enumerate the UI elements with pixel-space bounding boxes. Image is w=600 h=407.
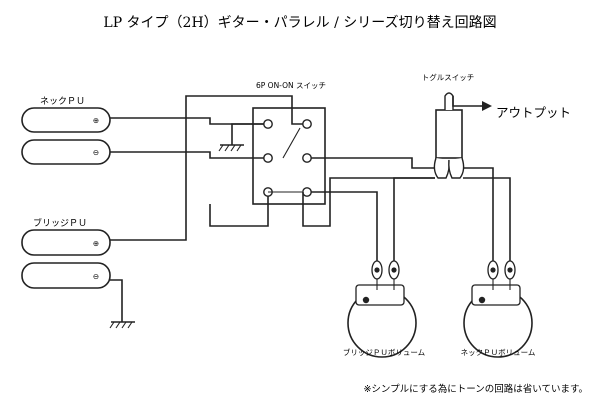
toggle-switch-lever xyxy=(444,92,454,110)
output-label: アウトプット xyxy=(496,105,571,120)
bridge-volume-label: ブリッジＰＵボリューム xyxy=(343,347,425,357)
wiring xyxy=(110,95,511,322)
bridge-minus-terminal: ⊖ xyxy=(93,272,99,281)
six-pole-switch: 6P ON-ON スイッチ xyxy=(252,81,326,205)
bridge-volume-pot: ブリッジＰＵボリューム xyxy=(343,260,425,358)
switch-contact-blade xyxy=(282,127,301,159)
neck-volume-solder-point xyxy=(478,296,486,304)
neck-volume-label: ネックＰＵボリューム xyxy=(461,348,536,357)
switch-lug xyxy=(263,153,273,163)
neck-pickup: ネックＰＵ ⊕ ⊖ xyxy=(21,96,111,165)
wire-output xyxy=(452,96,480,107)
neck-minus-terminal: ⊖ xyxy=(93,148,99,157)
switch-lug xyxy=(302,153,312,163)
switch-lug xyxy=(302,187,312,197)
toggle-switch-label: トグルスイッチ xyxy=(422,72,475,82)
wire-toggle-to-bridge xyxy=(393,177,435,268)
wire-switch-ground xyxy=(231,123,264,145)
ground-symbol-switch xyxy=(218,144,244,152)
neck-volume-terminals xyxy=(471,284,521,306)
footnote: ※シンプルにする為にトーンの回路は省いています。 xyxy=(363,383,588,395)
wire-bridge-minus xyxy=(110,279,123,322)
wire-neck-plus xyxy=(110,117,264,125)
toggle-switch-body xyxy=(435,109,463,159)
bridge-pickup: ブリッジＰＵ ⊕ ⊖ xyxy=(21,217,111,289)
toggle-switch-leg-right xyxy=(448,157,465,179)
toggle-switch-leg-left xyxy=(433,157,450,179)
wire-switch-to-bridge-vol xyxy=(311,191,378,268)
bridge-pickup-label: ブリッジＰＵ xyxy=(33,217,87,229)
wire-neck-minus xyxy=(110,151,264,159)
bridge-volume-solder-point xyxy=(362,296,370,304)
switch-lug xyxy=(263,119,273,129)
toggle-switch: トグルスイッチ アウトプット xyxy=(422,72,571,179)
output-arrow-icon xyxy=(482,101,492,111)
bridge-plus-terminal: ⊕ xyxy=(93,239,99,248)
bridge-volume-terminals xyxy=(355,284,405,306)
neck-plus-terminal: ⊕ xyxy=(93,116,99,125)
ground-symbol-bridge xyxy=(109,321,135,329)
diagram-title: LP タイプ（2H）ギター・パラレル / シリーズ切り替え回路図 xyxy=(103,15,496,31)
wire-switch-bottom xyxy=(209,196,269,227)
wire-bridge-plus xyxy=(110,95,303,241)
wire-switch-bus xyxy=(302,177,435,227)
wire-switch-to-neck-vol xyxy=(311,157,494,268)
bridge-pickup-coil-bottom xyxy=(21,262,111,289)
neck-pickup-coil-top xyxy=(21,107,111,133)
bridge-pickup-coil-top xyxy=(21,229,111,256)
neck-pickup-label: ネックＰＵ xyxy=(40,96,85,107)
switch-lug xyxy=(302,119,312,129)
wire-toggle-to-neck xyxy=(463,177,511,268)
switch-label: 6P ON-ON スイッチ xyxy=(256,81,326,90)
neck-volume-pot: ネックＰＵボリューム xyxy=(461,260,536,358)
